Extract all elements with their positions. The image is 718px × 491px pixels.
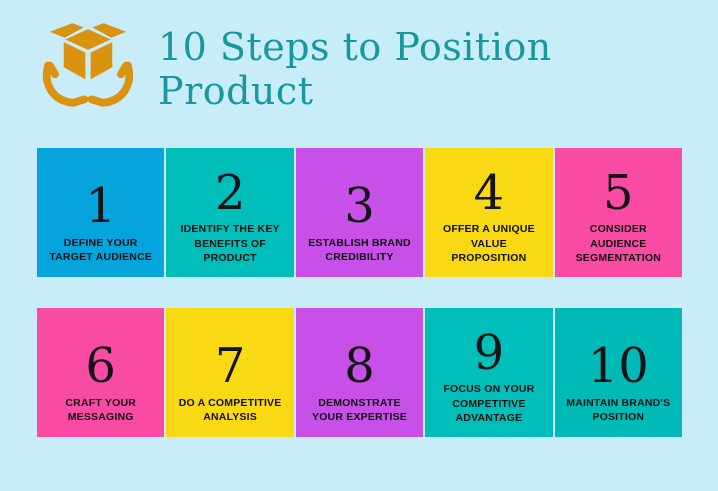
step-number: 4 (473, 165, 505, 222)
step-card-9: 9 FOCUS ON YOUR COMPETITIVE ADVANTAGE (425, 308, 553, 437)
step-number: 3 (344, 178, 375, 234)
step-label: CRAFT YOUR MESSAGING (65, 396, 137, 423)
step-card-6: 6 CRAFT YOUR MESSAGING (37, 308, 165, 437)
steps-grid: 1 DEFINE YOUR TARGET AUDIENCE 2 IDENTIFY… (37, 148, 682, 437)
step-card-8: 8 DEMONSTRATE YOUR EXPERTISE (295, 308, 424, 437)
step-label: ESTABLISH BRAND CREDIBILITY (308, 236, 411, 263)
step-label: IDENTIFY THE KEY BENEFITS OF PRODUCT (180, 223, 280, 264)
step-card-3: 3 ESTABLISH BRAND CREDIBILITY (295, 148, 424, 277)
step-card-5: 5 CONSIDER AUDIENCE SEGMENTATION (554, 148, 682, 277)
step-number: 10 (587, 338, 649, 394)
header: 10 Steps to Position Product (0, 0, 718, 138)
step-card-1: 1 DEFINE YOUR TARGET AUDIENCE (37, 148, 165, 277)
step-number: 5 (603, 165, 634, 222)
step-label: FOCUS ON YOUR COMPETITIVE ADVANTAGE (443, 383, 535, 424)
step-number: 6 (85, 338, 116, 394)
step-card-2: 2 IDENTIFY THE KEY BENEFITS OF PRODUCT (166, 148, 294, 277)
step-label: DEFINE YOUR TARGET AUDIENCE (49, 236, 153, 263)
step-number: 9 (473, 325, 505, 382)
step-label: MAINTAIN BRAND'S POSITION (566, 396, 671, 423)
step-number: 7 (214, 338, 246, 394)
page-title: 10 Steps to Position Product (158, 25, 552, 113)
step-label: DEMONSTRATE YOUR EXPERTISE (311, 396, 407, 423)
step-number: 1 (85, 178, 116, 234)
step-number: 2 (214, 165, 246, 222)
hands-holding-box-icon (32, 13, 144, 125)
step-label: CONSIDER AUDIENCE SEGMENTATION (575, 223, 662, 264)
step-number: 8 (344, 338, 375, 394)
step-card-10: 10 MAINTAIN BRAND'S POSITION (554, 308, 682, 437)
step-card-7: 7 DO A COMPETITIVE ANALYSIS (166, 308, 294, 437)
step-label: OFFER A UNIQUE VALUE PROPOSITION (442, 223, 535, 264)
step-label: DO A COMPETITIVE ANALYSIS (178, 396, 282, 423)
step-card-4: 4 OFFER A UNIQUE VALUE PROPOSITION (425, 148, 553, 277)
